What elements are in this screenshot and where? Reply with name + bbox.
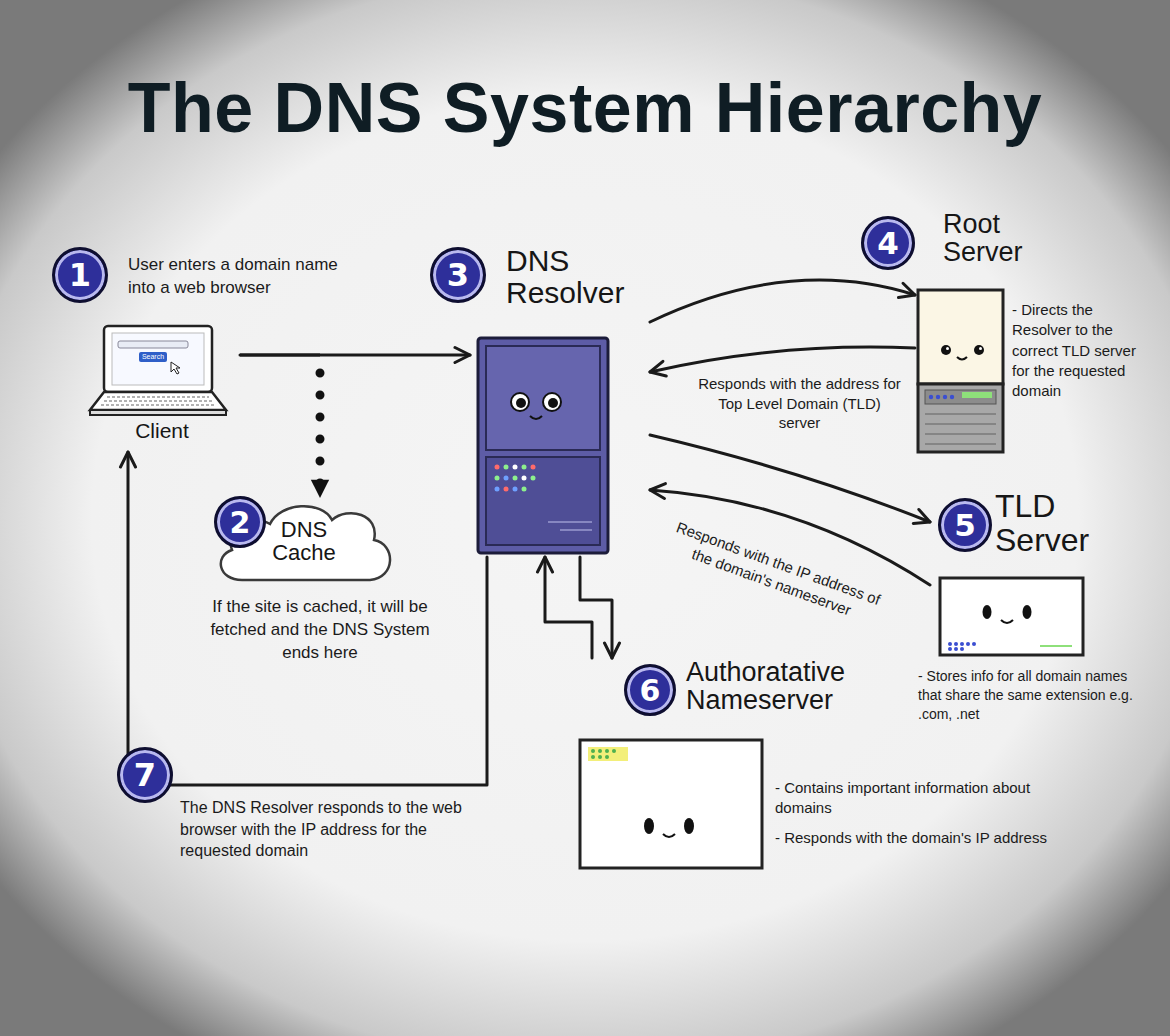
node-title: DNS Resolver (506, 245, 641, 308)
callout-number: 2 (214, 496, 266, 548)
callout-number: 7 (117, 747, 173, 803)
connector-line (650, 280, 915, 322)
callout-number: 1 (52, 247, 108, 303)
node-title: Root Server (943, 210, 1043, 267)
nameserver-box (580, 740, 762, 868)
connector (545, 557, 592, 658)
connector (650, 435, 930, 522)
connector (650, 347, 915, 372)
connector-line (650, 435, 930, 522)
note-text: User enters a domain name into a web bro… (128, 254, 343, 300)
dotted-line (316, 355, 325, 498)
connector-line (580, 557, 612, 658)
resolver-server (478, 338, 608, 553)
connector-line (545, 557, 592, 658)
connector (128, 452, 487, 785)
note-text: - Directs the Resolver to the correct TL… (1012, 300, 1138, 401)
connector-line (240, 354, 470, 357)
edge-label: Responds with the address for Top Level … (697, 374, 902, 433)
server-node: DNS Resolver (470, 245, 650, 557)
note-text: The DNS Resolver responds to the web bro… (180, 797, 480, 862)
arrow-head-carrier (320, 484, 321, 498)
note-text: If the site is cached, it will be fetche… (200, 596, 440, 665)
tld-server (940, 578, 1083, 655)
server-node: Client (88, 318, 240, 452)
connector-line (240, 354, 320, 357)
root-server (918, 290, 1003, 452)
connector (580, 557, 612, 658)
button-text: Search (139, 352, 167, 362)
callout-number: 3 (430, 247, 486, 303)
note-text: - Responds with the domain's IP address (775, 828, 1050, 848)
note-text: - Stores info for all domain names that … (918, 667, 1133, 724)
callout-number: 4 (861, 216, 915, 270)
connector-line (650, 347, 915, 372)
connector (240, 355, 470, 356)
node-title: TLD Server (995, 490, 1110, 557)
connector (240, 355, 320, 498)
callout-number: 5 (938, 498, 992, 552)
node-title: DNS Cache (254, 518, 354, 564)
node-title: Client (88, 420, 236, 442)
diagram-title: The DNS System Hierarchy (128, 68, 1043, 148)
note-text: - Contains important information about d… (775, 778, 1050, 819)
edge-label: Responds with the IP address of the doma… (660, 515, 889, 630)
connector-line (128, 452, 487, 785)
callout-number: 6 (624, 664, 676, 716)
laptop-icon (90, 326, 226, 415)
connector (650, 280, 915, 322)
node-title: Authoratative Nameserver (686, 658, 866, 715)
